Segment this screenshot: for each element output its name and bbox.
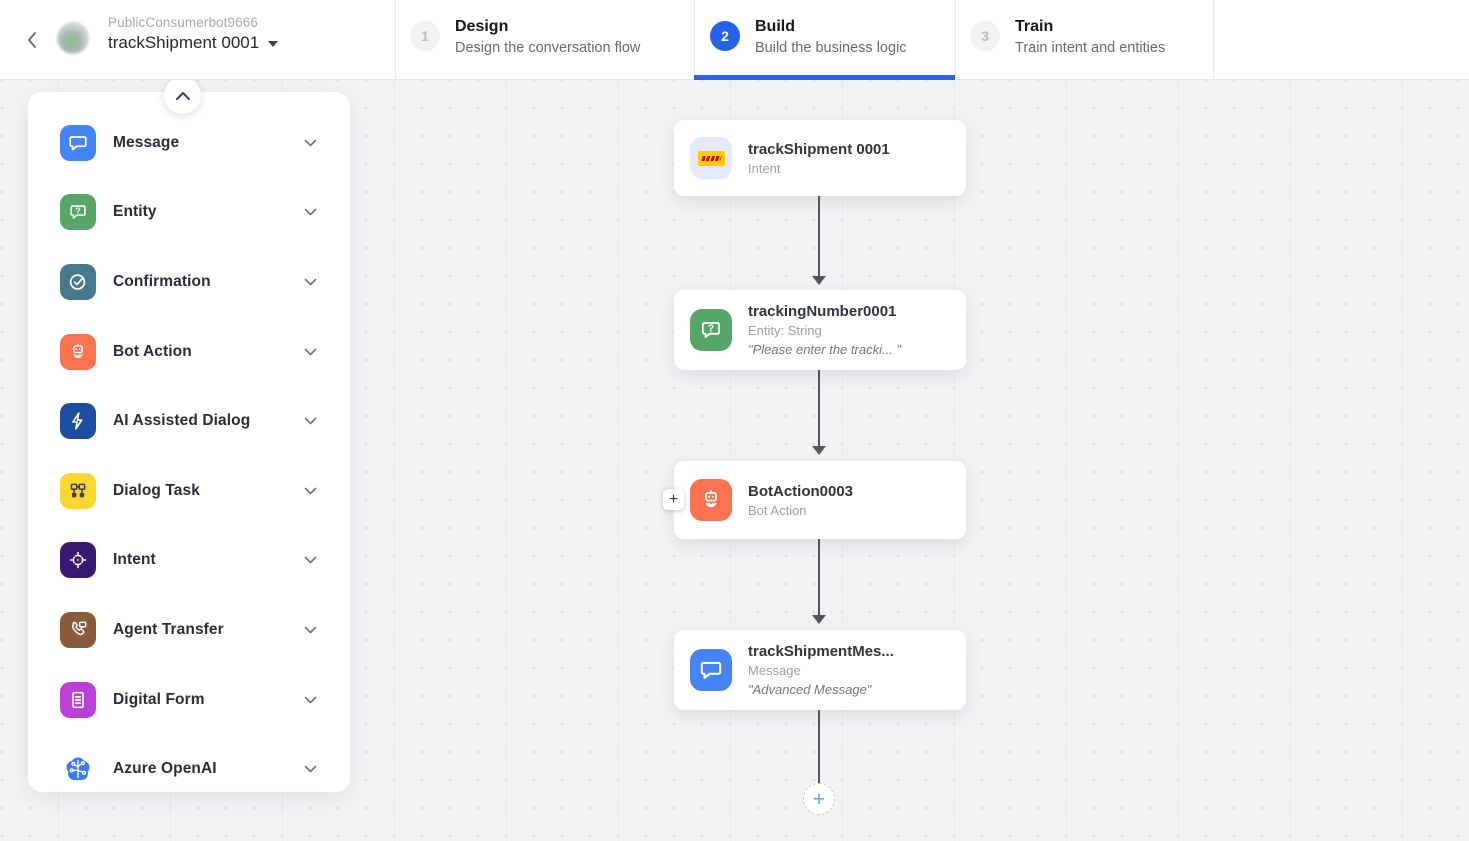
connector-arrow-icon	[812, 615, 826, 624]
message-icon	[690, 649, 732, 691]
palette-item-label: Digital Form	[113, 690, 205, 708]
palette-item-message[interactable]: Message	[28, 108, 350, 178]
node-palette: Message ? Entity Confirmation Bot Action	[28, 92, 350, 792]
connector-arrow-icon	[812, 446, 826, 455]
dialog-switcher[interactable]: trackShipment 0001	[108, 33, 279, 53]
step-title: Build	[755, 18, 795, 35]
flow-node-intent[interactable]: trackShipment 0001 Intent	[674, 120, 966, 196]
chevron-up-icon	[175, 91, 190, 100]
header-divider	[955, 0, 956, 79]
svg-text:?: ?	[75, 206, 80, 216]
chevron-down-icon[interactable]	[304, 696, 317, 704]
step-description: Design the conversation flow	[455, 40, 641, 56]
dialog-task-icon	[60, 472, 96, 509]
caret-down-icon	[268, 41, 279, 47]
connector-line	[818, 196, 820, 276]
node-subtitle: Bot Action	[748, 502, 807, 518]
app-header: PublicConsumerbot9666 trackShipment 0001…	[0, 0, 1469, 80]
agent-transfer-icon	[60, 611, 96, 648]
header-divider	[1213, 0, 1214, 79]
connector-line	[818, 710, 820, 785]
palette-item-intent[interactable]: Intent	[28, 526, 350, 596]
confirmation-icon	[60, 263, 96, 300]
step-number-badge: 3	[970, 21, 1000, 51]
palette-item-label: Dialog Task	[113, 481, 200, 499]
entity-icon: ?	[60, 194, 96, 231]
add-node-button[interactable]: +	[803, 783, 835, 815]
node-prompt-text: "Advanced Message"	[748, 682, 872, 697]
chevron-left-icon	[28, 32, 36, 48]
bot-avatar	[57, 22, 89, 54]
entity-icon: ?	[690, 309, 732, 351]
connector-line	[818, 539, 820, 615]
node-title: trackShipment 0001	[748, 140, 890, 158]
message-icon	[60, 124, 96, 161]
step-number-badge: 2	[710, 21, 740, 51]
tab-design[interactable]: 1 Design Design the conversation flow	[410, 18, 640, 56]
header-divider	[694, 0, 695, 79]
intent-icon	[60, 542, 96, 579]
dialog-title: trackShipment 0001	[108, 33, 260, 52]
node-subtitle: Message	[748, 663, 801, 678]
palette-item-label: Intent	[113, 551, 156, 569]
breadcrumb: PublicConsumerbot9666 trackShipment 0001	[108, 15, 279, 53]
chevron-down-icon[interactable]	[304, 348, 317, 356]
chevron-down-icon[interactable]	[304, 417, 317, 425]
palette-collapse-button[interactable]	[164, 77, 201, 114]
palette-item-label: Entity	[113, 203, 157, 221]
node-prompt-text: "Please enter the tracki... "	[748, 342, 902, 357]
chevron-down-icon[interactable]	[304, 626, 317, 634]
chevron-down-icon[interactable]	[304, 765, 317, 773]
palette-item-label: AI Assisted Dialog	[113, 412, 251, 430]
azure-openai-icon	[60, 751, 96, 787]
bot-action-icon	[60, 333, 96, 370]
node-title: BotAction0003	[748, 482, 854, 500]
flow-node-entity[interactable]: ? trackingNumber0001 Entity: String "Ple…	[674, 290, 966, 370]
palette-item-azure-openai[interactable]: Azure OpenAI	[28, 734, 350, 792]
chevron-down-icon[interactable]	[304, 278, 317, 286]
chevron-down-icon[interactable]	[304, 208, 317, 216]
connector-line	[818, 370, 820, 446]
svg-text:?: ?	[708, 324, 714, 335]
step-title: Train	[1015, 18, 1054, 35]
tab-build[interactable]: 2 Build Build the business logic	[710, 18, 907, 56]
bot-action-icon	[690, 479, 732, 521]
palette-item-label: Azure OpenAI	[113, 760, 217, 778]
flow-node-bot-action[interactable]: BotAction0003 Bot Action	[674, 461, 966, 539]
step-description: Train intent and entities	[1015, 40, 1166, 56]
chevron-down-icon[interactable]	[304, 556, 317, 564]
palette-item-digital-form[interactable]: Digital Form	[28, 665, 350, 735]
node-subtitle: Intent	[748, 160, 781, 176]
dhl-logo-icon	[690, 137, 732, 179]
palette-item-label: Confirmation	[113, 272, 211, 290]
bot-name-label: PublicConsumerbot9666	[108, 15, 258, 30]
chevron-down-icon[interactable]	[304, 139, 317, 147]
node-subtitle: Entity: String	[748, 323, 822, 338]
palette-item-confirmation[interactable]: Confirmation	[28, 247, 350, 317]
connector-arrow-icon	[812, 276, 826, 285]
chevron-down-icon[interactable]	[304, 487, 317, 495]
palette-item-entity[interactable]: ? Entity	[28, 178, 350, 248]
palette-item-label: Agent Transfer	[113, 620, 224, 638]
step-description: Build the business logic	[755, 40, 907, 56]
palette-item-label: Bot Action	[113, 342, 192, 360]
node-title: trackingNumber0001	[748, 303, 897, 320]
step-number-badge: 1	[410, 21, 440, 51]
ai-assisted-dialog-icon	[60, 403, 96, 440]
palette-item-agent-transfer[interactable]: Agent Transfer	[28, 595, 350, 665]
tab-train[interactable]: 3 Train Train intent and entities	[970, 18, 1165, 56]
node-title: trackShipmentMes...	[748, 643, 894, 660]
active-tab-indicator	[694, 75, 955, 80]
palette-item-label: Message	[113, 133, 180, 151]
insert-node-button[interactable]: +	[663, 489, 684, 510]
palette-item-ai-assisted-dialog[interactable]: AI Assisted Dialog	[28, 386, 350, 456]
back-button[interactable]	[20, 28, 44, 52]
flow-node-message[interactable]: trackShipmentMes... Message "Advanced Me…	[674, 630, 966, 710]
step-title: Design	[455, 18, 509, 35]
palette-item-bot-action[interactable]: Bot Action	[28, 317, 350, 387]
palette-item-dialog-task[interactable]: Dialog Task	[28, 456, 350, 526]
digital-form-icon	[60, 681, 96, 718]
header-divider	[395, 0, 396, 79]
